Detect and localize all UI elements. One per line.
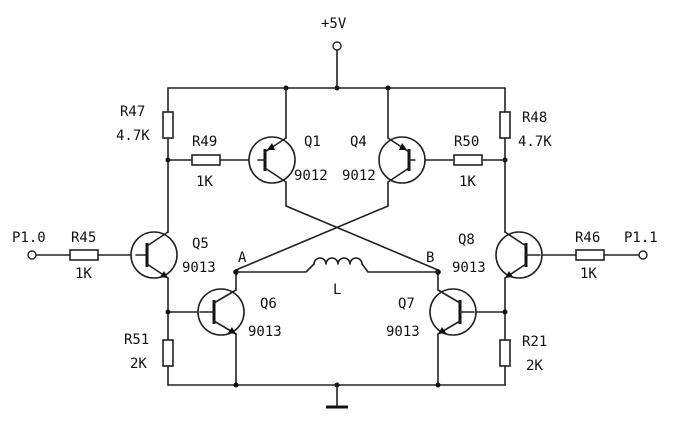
q1-part: 9012: [294, 168, 328, 184]
cross-wires: [235, 205, 439, 271]
q4-part: 9012: [342, 168, 376, 184]
r46-name: R46: [575, 230, 600, 246]
q1-name: Q1: [304, 134, 321, 150]
resistor-r45: [69, 249, 99, 261]
q5-name: Q5: [192, 236, 209, 252]
r49-name: R49: [192, 134, 217, 150]
r45-value: 1K: [75, 266, 92, 282]
transistor-q8: [495, 231, 543, 279]
supply-label: +5V: [321, 16, 347, 32]
wire-q5-emitter: [165, 277, 201, 386]
r47-name: R47: [120, 104, 145, 120]
resistor-r51: [162, 339, 174, 367]
r50-value: 1K: [459, 174, 476, 190]
q7-part: 9013: [386, 324, 420, 340]
inductor-coil: [313, 257, 363, 265]
node-a-label: A: [238, 250, 247, 266]
r21-name: R21: [522, 334, 547, 350]
r47-value: 4.7K: [116, 128, 150, 144]
wire-q8-emitter: [473, 277, 508, 386]
resistor-r21: [499, 339, 511, 367]
transistor-q7: [429, 273, 477, 386]
r48-name: R48: [522, 110, 547, 126]
input-label-right: P1.1: [624, 230, 658, 246]
r50-name: R50: [454, 134, 479, 150]
r51-name: R51: [124, 332, 149, 348]
inductor-label: L: [333, 282, 341, 298]
input-terminal-left[interactable]: [27, 250, 37, 260]
q6-name: Q6: [260, 296, 277, 312]
input-terminal-right[interactable]: [638, 250, 648, 260]
bottom-rail: [167, 382, 506, 407]
r48-value: 4.7K: [518, 134, 552, 150]
r49-value: 1K: [196, 174, 213, 190]
input-label-left: P1.0: [12, 230, 46, 246]
transistor-q5: [130, 231, 178, 279]
inductor-wires: [235, 263, 439, 273]
r21-value: 2K: [526, 358, 543, 374]
resistor-r46: [575, 249, 605, 261]
supply-terminal: [332, 41, 342, 91]
q7-name: Q7: [398, 296, 415, 312]
resistor-r49: [191, 154, 221, 166]
q8-name: Q8: [458, 232, 475, 248]
transistor-q4: [378, 87, 426, 207]
resistor-r47: [162, 111, 174, 139]
q4-name: Q4: [350, 134, 367, 150]
resistor-r50: [453, 154, 483, 166]
transistor-q6: [197, 273, 245, 386]
r45-name: R45: [71, 230, 96, 246]
q8-part: 9013: [452, 260, 486, 276]
resistor-r48: [499, 111, 511, 139]
node-b-label: B: [426, 250, 434, 266]
r46-value: 1K: [580, 266, 597, 282]
transistor-q1: [248, 87, 296, 207]
r51-value: 2K: [130, 356, 147, 372]
q6-part: 9013: [248, 324, 282, 340]
q5-part: 9013: [182, 260, 216, 276]
